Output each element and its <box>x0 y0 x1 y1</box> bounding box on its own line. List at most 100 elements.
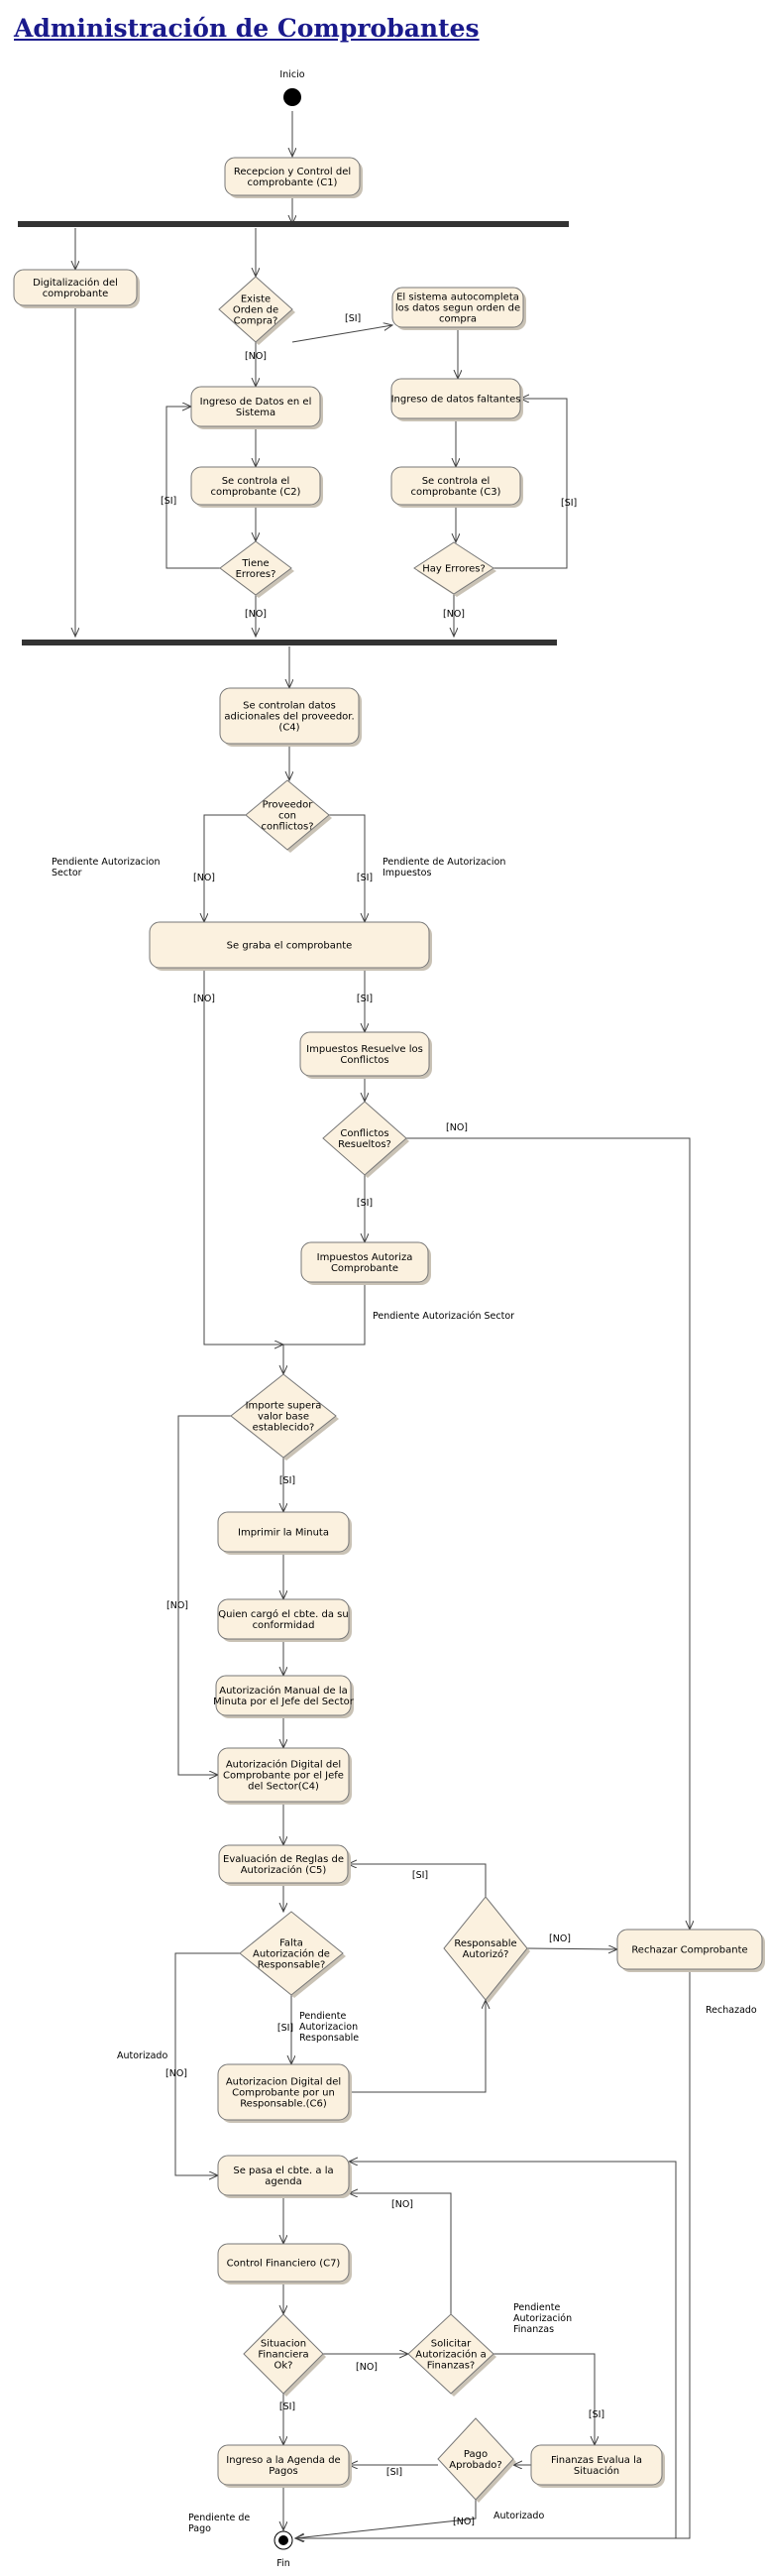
ingreso-agenda-pagos-text: Ingreso a la Agenda de <box>226 2455 340 2466</box>
edge-label-text: [NO] <box>443 609 465 620</box>
join-bar <box>22 640 557 645</box>
page-title: Administración de Comprobantes <box>14 14 480 43</box>
edge-label: [NO] <box>193 873 215 883</box>
edge-label: [NO] <box>193 994 215 1004</box>
existe-oc-text: Compra? <box>234 316 278 327</box>
edge-label-text: Pendiente de Autorizacion <box>383 857 505 868</box>
tiene-errores-text: Tiene <box>241 558 269 569</box>
digitalizacion-text: Digitalización del <box>33 277 118 289</box>
control-c4-text: Se controlan datos <box>243 701 336 712</box>
flow-arrow <box>493 2353 595 2445</box>
start-label: Inicio <box>279 69 304 80</box>
solicitar-autorizacion-text: Finanzas? <box>427 2361 476 2372</box>
edge-label-text: [SI] <box>412 1870 428 1881</box>
rechazar-text: Rechazar Comprobante <box>631 1945 747 1956</box>
edge-label: Rechazado <box>706 2005 757 2016</box>
rechazar-activity: Rechazar Comprobante <box>616 1929 765 1972</box>
edge-label: Pendiente Autorización Sector <box>373 1311 514 1322</box>
edge-label-text: Finanzas <box>513 2324 554 2335</box>
edge-label-text: Impuestos <box>383 868 431 878</box>
ingreso-faltantes-activity: Ingreso de datos faltantes <box>390 378 523 421</box>
tiene-errores-text: Errores? <box>236 569 276 580</box>
edge-label-text: [SI] <box>345 313 361 324</box>
flow-arrow <box>349 2162 677 2538</box>
evaluacion-reglas-text: Autorización (C5) <box>241 1864 327 1876</box>
autorizacion-digital-jefe-text: Comprobante por el Jefe <box>223 1771 344 1782</box>
edge-label-text: [NO] <box>193 994 215 1004</box>
flow-arrow <box>329 814 365 922</box>
edge-label-text: Responsable <box>299 2033 359 2044</box>
edge-label-text: [NO] <box>165 2068 187 2079</box>
edge-label-text: [SI] <box>357 873 373 883</box>
edge-label-text: Pendiente Autorizacion <box>52 857 161 868</box>
edge-label: [NO] <box>165 2068 187 2079</box>
edge-label-text: [SI] <box>277 2023 293 2034</box>
conflictos-resueltos-text: Resueltos? <box>338 1139 391 1150</box>
ingreso-datos-text: Ingreso de Datos en el <box>200 397 312 408</box>
edge-label-text: [NO] <box>193 873 215 883</box>
control-financiero-text: Control Financiero (C7) <box>227 2259 341 2270</box>
flow-arrow <box>295 2500 477 2538</box>
edge-label: [NO] <box>391 2199 413 2210</box>
edge-label: [NO] <box>443 609 465 620</box>
edge-label-text: Autorizacion <box>299 2022 358 2033</box>
flow-arrow <box>295 1969 691 2538</box>
flow-arrow <box>349 2000 486 2093</box>
flow-arrow <box>283 1282 366 1374</box>
existe-oc-text: Existe <box>241 294 271 305</box>
autorizacion-manual-text: Minuta por el Jefe del Sector <box>213 1697 355 1707</box>
recepcion-text: comprobante (C1) <box>248 177 338 188</box>
situacion-financiera-text: Financiera <box>258 2350 308 2361</box>
edge-label-text: [NO] <box>453 2517 475 2527</box>
edge-label-text: Pendiente de <box>188 2513 250 2523</box>
falta-autorizacion-text: Responsable? <box>258 1960 326 1971</box>
finanzas-evalua-text: Finanzas Evalua la <box>551 2455 642 2466</box>
end-label: Fin <box>276 2558 289 2569</box>
edge-label-text: Pendiente <box>299 2011 347 2022</box>
edge-label: [SI] <box>357 994 373 1004</box>
edge-label-text: [NO] <box>245 609 267 620</box>
edge-label: [SI] <box>357 873 373 883</box>
conflictos-resueltos-text: Conflictos <box>340 1128 388 1139</box>
solicitar-autorizacion-text: Solicitar <box>431 2339 472 2350</box>
edge-label: [SI] <box>161 496 176 507</box>
impuestos-resuelve-text: Conflictos <box>340 1055 388 1066</box>
ingreso-agenda-pagos-text: Pagos <box>269 2466 297 2477</box>
falta-autorizacion-text: Autorización de <box>253 1948 330 1960</box>
conformidad-text: conformidad <box>253 1620 315 1631</box>
autocompleta-text: los datos segun orden de <box>395 303 520 314</box>
edge-label: Autorizado <box>117 2050 167 2061</box>
solicitar-autorizacion-text: Autorización a <box>415 2349 487 2361</box>
situacion-financiera-text: Ok? <box>274 2361 293 2372</box>
edge-label: [NO] <box>356 2362 378 2373</box>
impuestos-resuelve-text: Impuestos Resuelve los <box>306 1044 423 1055</box>
agenda-text: Se pasa el cbte. a la <box>233 2166 333 2176</box>
autorizacion-manual-text: Autorización Manual de la <box>219 1685 348 1697</box>
flow-arrow <box>348 1864 487 1897</box>
graba-text: Se graba el comprobante <box>227 941 353 952</box>
impuestos-autoriza-text: Impuestos Autoriza <box>317 1252 413 1263</box>
edge-label-text: [SI] <box>279 2401 295 2412</box>
existe-oc-text: Orden de <box>233 305 278 316</box>
control-c3-text: Se controla el <box>422 476 491 487</box>
control-c2-text: comprobante (C2) <box>211 487 301 498</box>
